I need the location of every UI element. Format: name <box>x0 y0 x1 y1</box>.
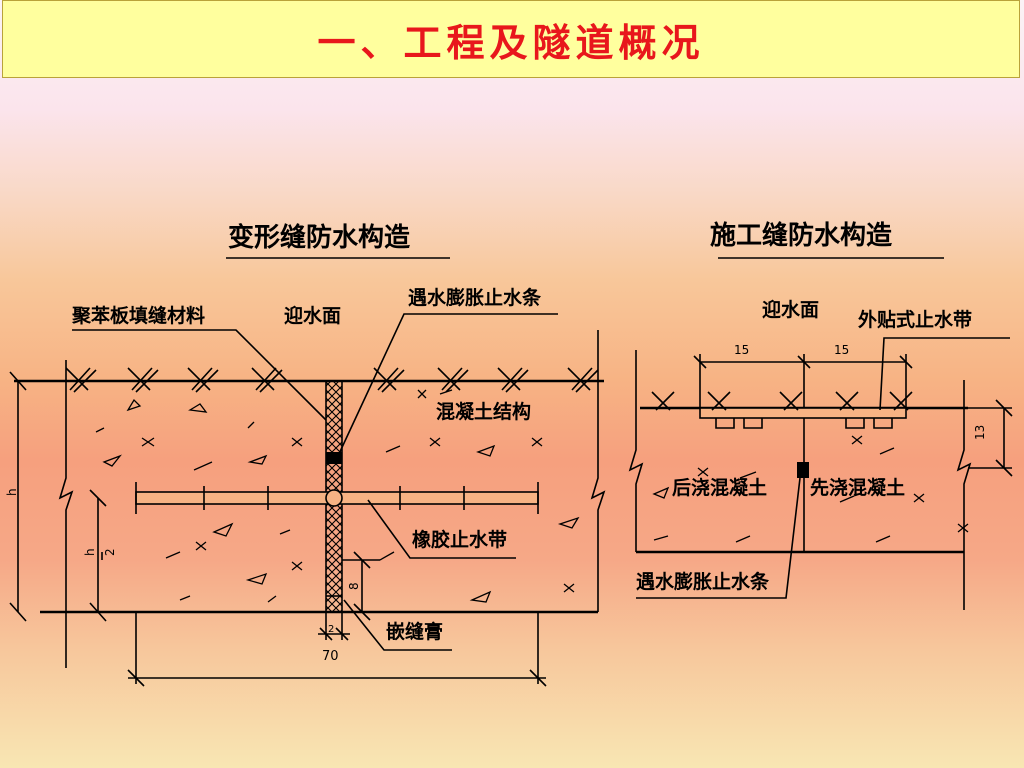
concrete-label: 混凝土结构 <box>436 400 531 423</box>
right-break-line <box>590 330 606 612</box>
dim-half-2: 2 <box>103 548 117 556</box>
right-diagram-title: 施工缝防水构造 <box>710 220 892 251</box>
waterstop-label: 橡胶止水带 <box>412 528 507 551</box>
first-concrete-label: 先浇混凝土 <box>810 476 905 499</box>
dim-depth-ticks <box>342 551 380 621</box>
external-waterstop-label: 外贴式止水带 <box>858 308 972 331</box>
page-title: 一、工程及隧道概况 <box>317 19 705 65</box>
right-aggregate-marks <box>652 435 969 543</box>
dim-h-label: h <box>5 488 19 496</box>
right-swell-strip-block <box>797 462 809 478</box>
dim-top-ticks <box>693 355 913 369</box>
right-swell-strip-leader <box>636 477 801 599</box>
dim-depth-label: 8 <box>347 582 361 590</box>
title-bar: 一、工程及隧道概况 <box>2 0 1020 78</box>
left-diagram-title: 变形缝防水构造 <box>228 222 410 253</box>
dim-width-label: 70 <box>322 649 339 664</box>
filler-leader <box>72 329 327 421</box>
sealant-leader <box>343 599 452 651</box>
dim-right-15: 15 <box>834 343 849 357</box>
dim-left-15: 15 <box>734 343 749 357</box>
right-left-break-line <box>628 350 644 552</box>
dim-half-h: h <box>83 548 97 556</box>
dim-width-ticks <box>318 627 350 641</box>
dim-13-ticks <box>968 399 1013 477</box>
left-waterproof-marks <box>65 367 599 393</box>
later-concrete-label: 后浇混凝土 <box>672 476 767 499</box>
dim-half-ticks <box>89 489 107 622</box>
overall-dim-line <box>127 669 547 687</box>
sealant-label: 嵌缝膏 <box>386 620 443 643</box>
right-diagram: 施工缝防水构造 15 15 13 <box>628 220 1013 610</box>
dim-h-ticks <box>9 371 27 622</box>
left-break-line <box>58 360 74 668</box>
right-water-face-label: 迎水面 <box>762 298 819 321</box>
waterstop-leader <box>367 499 516 559</box>
rubber-waterstop <box>135 482 539 514</box>
external-waterstop-leader <box>879 337 1010 411</box>
left-water-face-label: 迎水面 <box>284 304 341 327</box>
right-right-break-line <box>956 380 972 610</box>
left-diagram: 变形缝防水构造 <box>5 222 606 687</box>
swell-strip-label: 遇水膨胀止水条 <box>408 286 542 309</box>
filler-label: 聚苯板填缝材料 <box>71 304 205 327</box>
left-aggregate-marks <box>95 389 580 603</box>
external-waterstop <box>651 391 913 429</box>
dim-z-label: 2 <box>328 624 334 635</box>
swell-strip-leader <box>337 313 558 457</box>
right-swell-strip-label: 遇水膨胀止水条 <box>636 570 770 593</box>
dim-13-label: 13 <box>973 425 987 440</box>
